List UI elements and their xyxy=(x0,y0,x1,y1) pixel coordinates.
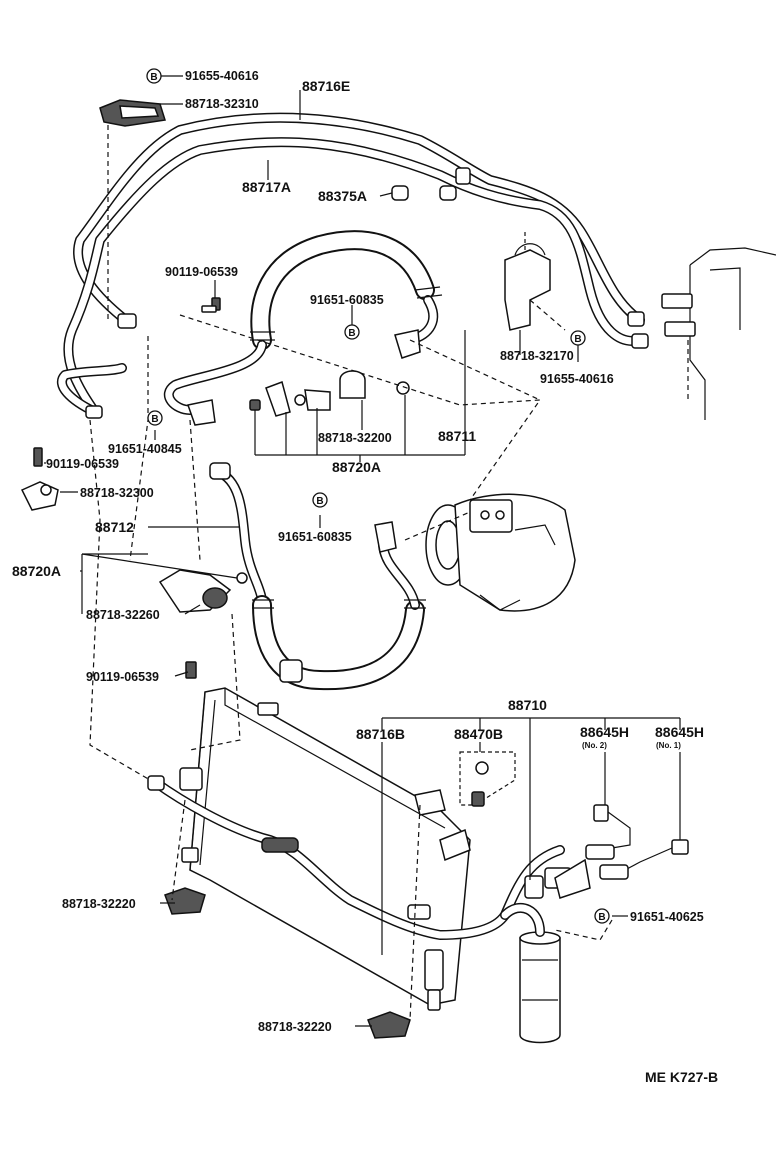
hose-88712 xyxy=(209,462,426,691)
label-88645H-no1: 88645H xyxy=(655,724,704,740)
pipe-joint-top xyxy=(455,167,471,185)
svg-text:B: B xyxy=(150,72,157,83)
b-marker-1: B xyxy=(146,68,162,84)
leader-lines xyxy=(44,75,681,1027)
pipe-end-right-a xyxy=(627,311,645,327)
label-90119-06539-b: 90119-06539 xyxy=(46,457,119,471)
pipe-end-right-b xyxy=(631,333,649,349)
hose-88711 xyxy=(163,230,443,426)
label-91651-40625: 91651-40625 xyxy=(630,910,704,924)
clamp-88718-32220-b xyxy=(367,1011,411,1039)
svg-text:B: B xyxy=(151,414,158,425)
label-88711: 88711 xyxy=(438,428,476,444)
pipe-88717A xyxy=(63,137,645,417)
pipe-left-lower xyxy=(56,363,127,417)
svg-text:B: B xyxy=(316,496,323,507)
label-88718-32260: 88718-32260 xyxy=(86,608,160,622)
label-88720A-b: 88720A xyxy=(12,563,61,579)
label-88718-32300: 88718-32300 xyxy=(80,486,154,500)
svg-text:B: B xyxy=(598,912,605,923)
label-88718-32200: 88718-32200 xyxy=(318,431,392,445)
b-marker-5: B xyxy=(312,492,328,508)
b-marker-6: B xyxy=(594,908,610,924)
clamp-88718-32260 xyxy=(158,569,248,613)
bracket-88718-32170 xyxy=(504,230,551,331)
b-marker-2: B xyxy=(344,324,360,340)
b-marker-3: B xyxy=(570,330,586,346)
compressor xyxy=(404,493,576,612)
label-88712: 88712 xyxy=(95,519,134,535)
diagram-code: ME K727-B xyxy=(645,1069,718,1085)
pipe-end-left xyxy=(117,313,137,329)
label-88718-32170: 88718-32170 xyxy=(500,349,574,363)
label-90119-06539-c: 90119-06539 xyxy=(86,670,159,684)
label-88718-32220-a: 88718-32220 xyxy=(62,897,136,911)
pressure-switches xyxy=(585,804,689,880)
label-91655-40616-right: 91655-40616 xyxy=(540,372,614,386)
label-91655-40616-top: 91655-40616 xyxy=(185,69,259,83)
svg-text:B: B xyxy=(348,328,355,339)
label-no2: (No. 2) xyxy=(582,741,607,750)
pipe-end-left-lower xyxy=(85,405,103,419)
label-88710: 88710 xyxy=(508,697,547,713)
bolt-90119-06539-a xyxy=(201,297,221,313)
label-88717A: 88717A xyxy=(242,179,291,195)
label-90119-06539-a: 90119-06539 xyxy=(165,265,238,279)
label-88470B: 88470B xyxy=(454,726,503,742)
pipe-88716E xyxy=(73,112,645,327)
bolt-90119-06539-c xyxy=(185,661,197,679)
label-88720A-a: 88720A xyxy=(332,459,381,475)
clamp-88718-32300 xyxy=(20,447,59,511)
label-88716B: 88716B xyxy=(356,726,405,742)
svg-text:B: B xyxy=(574,334,581,345)
label-91651-60835-b: 91651-60835 xyxy=(278,530,352,544)
label-91651-60835-a: 91651-60835 xyxy=(310,293,384,307)
clamp-set-88720A xyxy=(249,370,410,417)
label-88716E: 88716E xyxy=(302,78,350,94)
label-88375A: 88375A xyxy=(318,188,367,204)
label-91651-40845: 91651-40845 xyxy=(108,442,182,456)
condenser xyxy=(179,687,471,1011)
clamp-88718-32310 xyxy=(99,99,166,127)
part-88375A xyxy=(391,185,457,201)
engine-outline xyxy=(661,247,776,420)
label-no1: (No. 1) xyxy=(656,741,681,750)
clamp-88718-32220-a xyxy=(164,887,206,915)
receiver-dryer xyxy=(500,858,591,1044)
label-88645H-no2: 88645H xyxy=(580,724,629,740)
bracket-88470B xyxy=(459,751,516,807)
b-marker-4: B xyxy=(147,410,163,426)
label-88718-32310: 88718-32310 xyxy=(185,97,259,111)
label-88718-32220-b: 88718-32220 xyxy=(258,1020,332,1034)
